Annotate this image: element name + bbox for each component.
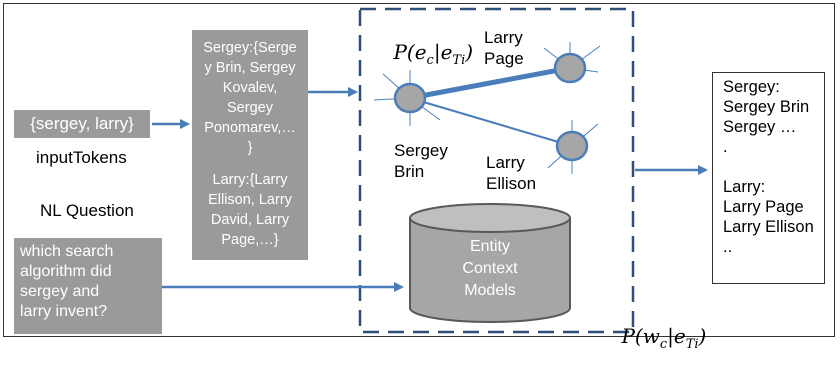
- node-sergey-brin: [393, 82, 427, 114]
- output-line-8: ..: [723, 238, 733, 256]
- output-line-5: Larry:: [723, 178, 766, 196]
- entity-context-db: [409, 203, 571, 323]
- db-label: Entity Context Models: [462, 238, 518, 299]
- candidates-sergey: Sergey:{Serge y Brin, Sergey Kovalev, Se…: [203, 40, 297, 156]
- output-line-7: Larry Ellison: [723, 218, 814, 236]
- output-line-4: .: [723, 138, 728, 156]
- edge-brin-ellison: [409, 97, 573, 147]
- node-larry-page: [553, 52, 587, 84]
- output-line-1: Sergey:: [723, 78, 780, 96]
- candidates-box: Sergey:{Serge y Brin, Sergey Kovalev, Se…: [192, 30, 308, 260]
- input-tokens-text: {sergey, larry}: [30, 114, 134, 133]
- input-tokens-caption: inputTokens: [36, 148, 127, 167]
- node-label-larry-ellison: Larry Ellison: [486, 153, 537, 193]
- output-line-2: Sergey Brin: [723, 98, 810, 116]
- nl-question-caption: NL Question: [40, 201, 134, 220]
- nl-question-box: which search algorithm did sergey and la…: [14, 238, 162, 334]
- input-tokens-box: {sergey, larry}: [14, 110, 150, 138]
- node-label-sergey-brin: Sergey Brin: [394, 141, 448, 181]
- diagram-canvas: {sergey, larry} inputTokens NL Question …: [3, 3, 835, 352]
- edge-brin-page: [409, 65, 571, 101]
- model-region-dashed: [358, 7, 635, 334]
- node-larry-ellison: [555, 130, 589, 162]
- output-box: Sergey: Sergey Brin Sergey … . Larry: La…: [712, 72, 825, 284]
- output-line-6: Larry Page: [723, 198, 804, 216]
- entity-prob-text: P(ec|eTi): [393, 40, 474, 68]
- entity-prob-formula: P(ec|eTi): [368, 16, 473, 92]
- word-prob-text: P(wc|eTi): [621, 324, 707, 352]
- node-label-larry-page: Larry Page: [484, 28, 524, 68]
- outer-frame: [3, 3, 835, 337]
- candidates-larry: Larry:{Larry Ellison, Larry David, Larry…: [208, 172, 292, 248]
- output-line-3: Sergey …: [723, 118, 797, 136]
- connectors-layer: [152, 7, 708, 334]
- word-prob-formula: P(wc|eTi): [596, 300, 706, 376]
